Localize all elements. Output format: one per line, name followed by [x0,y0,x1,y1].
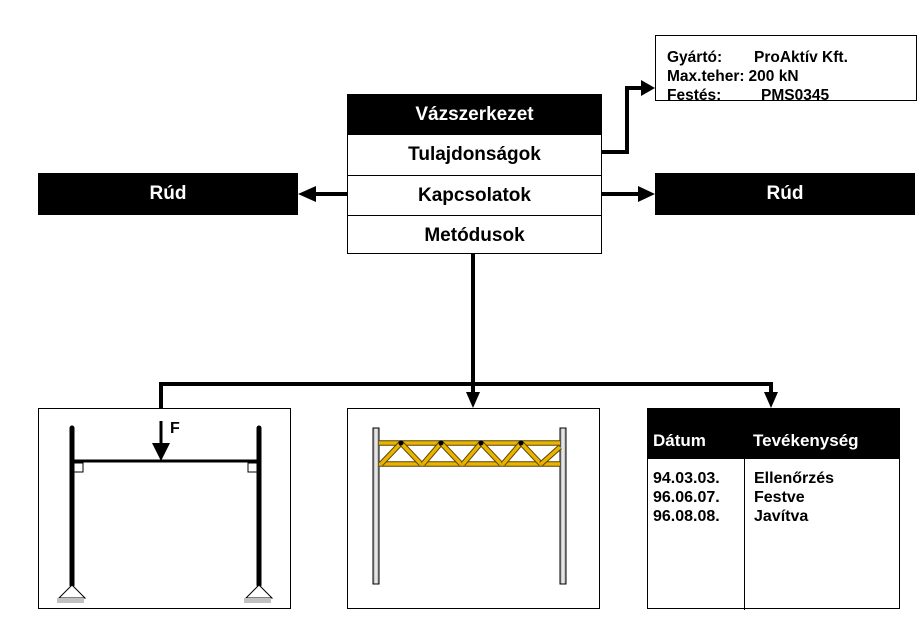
class-title: Vázszerkezet [348,95,601,135]
column-divider [744,459,745,610]
corner-mark-left [73,462,84,473]
property-row: Max.teher: 200 kN [667,67,916,86]
ground-right [244,598,271,603]
truss-diagonal [399,441,423,466]
truss-node [398,440,404,446]
table-cell-activity: Ellenőrzés [754,470,835,487]
property-value: ProAktív Kft. [754,49,848,66]
activity-column: Ellenőrzés Festve Javítva [754,469,834,526]
property-key: Festés: [667,87,722,104]
truss-girder [379,440,562,467]
property-key: Max.teher: [667,68,745,85]
truss-node [438,440,444,446]
truss-diagonal [501,441,523,466]
property-value: 200 kN [748,68,799,85]
class-box-vazszerkezet: Vázszerkezet Tulajdonságok Kapcsolatok M… [347,94,602,254]
linked-object-rud-right: Rúd [655,173,915,215]
truss-diagonal [479,441,503,466]
property-key: Gyártó: [667,49,723,66]
table-cell-activity: Javítva [754,508,809,525]
class-row-properties[interactable]: Tulajdonságok [408,144,541,165]
support-left [57,584,87,599]
arrowhead-log [764,392,778,408]
truss-diagonal [439,441,463,466]
class-row-methods[interactable]: Metódusok [348,215,601,255]
table-cell-date: 96.08.08. [653,508,720,525]
property-value: PMS0345 [761,87,830,104]
class-row-relations[interactable]: Kapcsolatok [348,175,601,215]
property-row: Gyártó: ProAktív Kft. [667,48,916,67]
table-cell-date: 94.03.03. [653,470,720,487]
truss-right-column [559,427,567,585]
truss-diagonal [379,441,403,466]
ground-left [57,598,84,603]
truss-diagonal [539,445,562,466]
column-header-date: Dátum [653,431,706,450]
table-cell-date: 96.06.07. [653,489,720,506]
properties-box: Gyártó: ProAktív Kft. Max.teher: 200 kN … [655,35,917,104]
frame-diagram-panel [38,408,291,609]
force-label: F [170,420,180,437]
force-arrowhead [152,443,170,461]
support-right [244,584,274,599]
date-column: 94.03.03. 96.06.07. 96.08.08. [653,469,720,526]
arrowhead-truss [466,392,480,408]
truss-diagram [372,427,567,585]
arrowhead-rud-right [638,186,655,202]
linked-object-rud-left: Rúd [38,173,298,215]
truss-left-column [372,427,380,585]
property-row: Festés: PMS0345 [667,86,916,105]
truss-diagonal [421,441,443,466]
table-header: Dátum Tevékenység [648,409,899,459]
truss-diagonal [461,441,483,466]
corner-mark-right [247,462,258,473]
column-header-activity: Tevékenység [753,431,859,450]
arrowhead-rud-left [298,186,316,202]
truss-diagonal [519,441,543,466]
truss-node [518,440,524,446]
methods-branch [159,382,773,408]
truss-diagram-panel [347,408,600,609]
activity-log-table: Dátum Tevékenység 94.03.03. 96.06.07. 96… [647,408,900,610]
frame-diagram [57,421,274,603]
arrowhead-properties [641,80,655,96]
arrow-to-properties [602,86,648,154]
truss-node [478,440,484,446]
table-cell-activity: Festve [754,489,805,506]
